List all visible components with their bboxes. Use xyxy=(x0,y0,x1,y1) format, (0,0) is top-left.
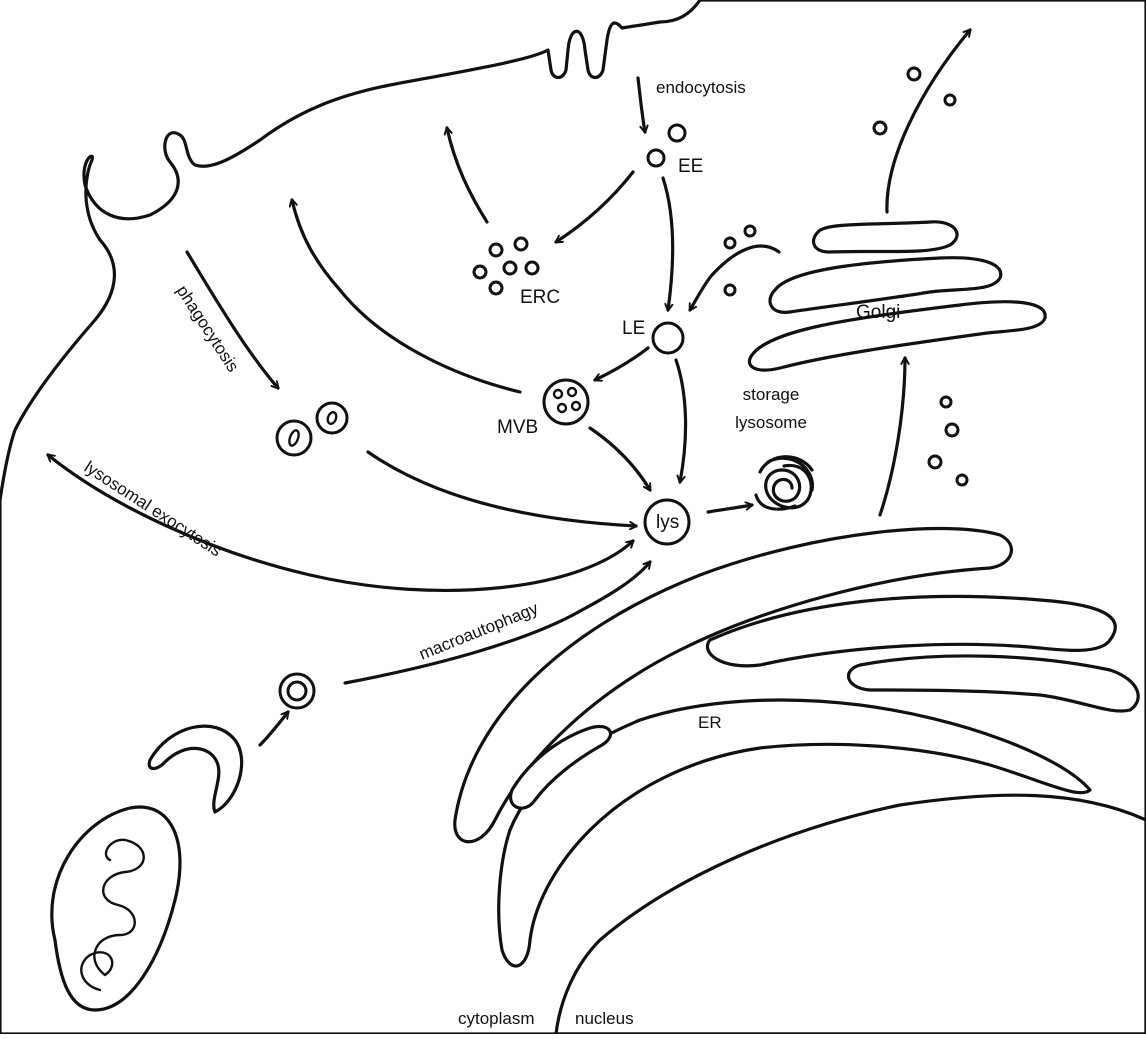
autophagosome xyxy=(280,674,314,708)
label-lys: lys xyxy=(656,512,679,533)
arrow-mvb-to-lys xyxy=(590,428,650,490)
arrow-golgi-to-le xyxy=(690,246,779,310)
phagophore xyxy=(149,726,241,812)
er-cisterna-3 xyxy=(849,656,1139,711)
arrow-golgi-secretion xyxy=(887,30,970,212)
label-macroautophagy: macroautophagy xyxy=(416,598,541,663)
storage-lysosome xyxy=(756,457,812,509)
er xyxy=(455,528,1138,966)
label-erc: ERC xyxy=(520,287,560,308)
nucleus xyxy=(556,795,1146,1034)
arrow-ee-to-erc xyxy=(556,172,633,242)
label-lysosome: lysosome xyxy=(735,413,807,432)
late-endosome xyxy=(653,323,683,353)
arrow-ee-to-le xyxy=(663,178,673,310)
arrow-le-to-mvb xyxy=(595,348,648,380)
arrow-mvb-to-membrane xyxy=(292,200,520,392)
label-storage: storage xyxy=(743,385,800,404)
arrow-phagophore-to-autophagosome xyxy=(260,712,288,745)
endocytic-recycling-compartment xyxy=(474,238,538,294)
mitochondrion-outer xyxy=(52,807,180,1010)
golgi-cisterna-1 xyxy=(814,222,958,252)
label-phagocytosis: phagocytosis xyxy=(173,282,243,376)
label-endocytosis: endocytosis xyxy=(656,78,746,97)
label-er: ER xyxy=(698,713,722,732)
label-lysosomal-exocytosis: lysosomal exocytosis xyxy=(81,457,225,560)
phagosomes xyxy=(277,403,347,455)
arrow-lysosomal-exocytosis xyxy=(48,455,633,590)
multivesicular-body xyxy=(544,380,588,424)
arrow-er-to-golgi xyxy=(880,358,905,515)
label-mvb: MVB xyxy=(497,417,538,438)
arrow-erc-to-membrane xyxy=(447,128,487,222)
mitochondrion xyxy=(52,807,180,1010)
label-le: LE xyxy=(622,318,645,339)
label-ee: EE xyxy=(678,156,703,177)
label-nucleus: nucleus xyxy=(575,1009,634,1028)
golgi xyxy=(749,222,1045,370)
label-cytoplasm: cytoplasm xyxy=(458,1009,535,1028)
arrow-phagosome-to-lys xyxy=(368,452,636,526)
arrow-le-to-lys xyxy=(676,360,686,482)
arrow-endocytosis xyxy=(638,78,645,132)
arrow-lys-to-storage xyxy=(708,505,752,512)
label-golgi: Golgi xyxy=(856,302,900,323)
